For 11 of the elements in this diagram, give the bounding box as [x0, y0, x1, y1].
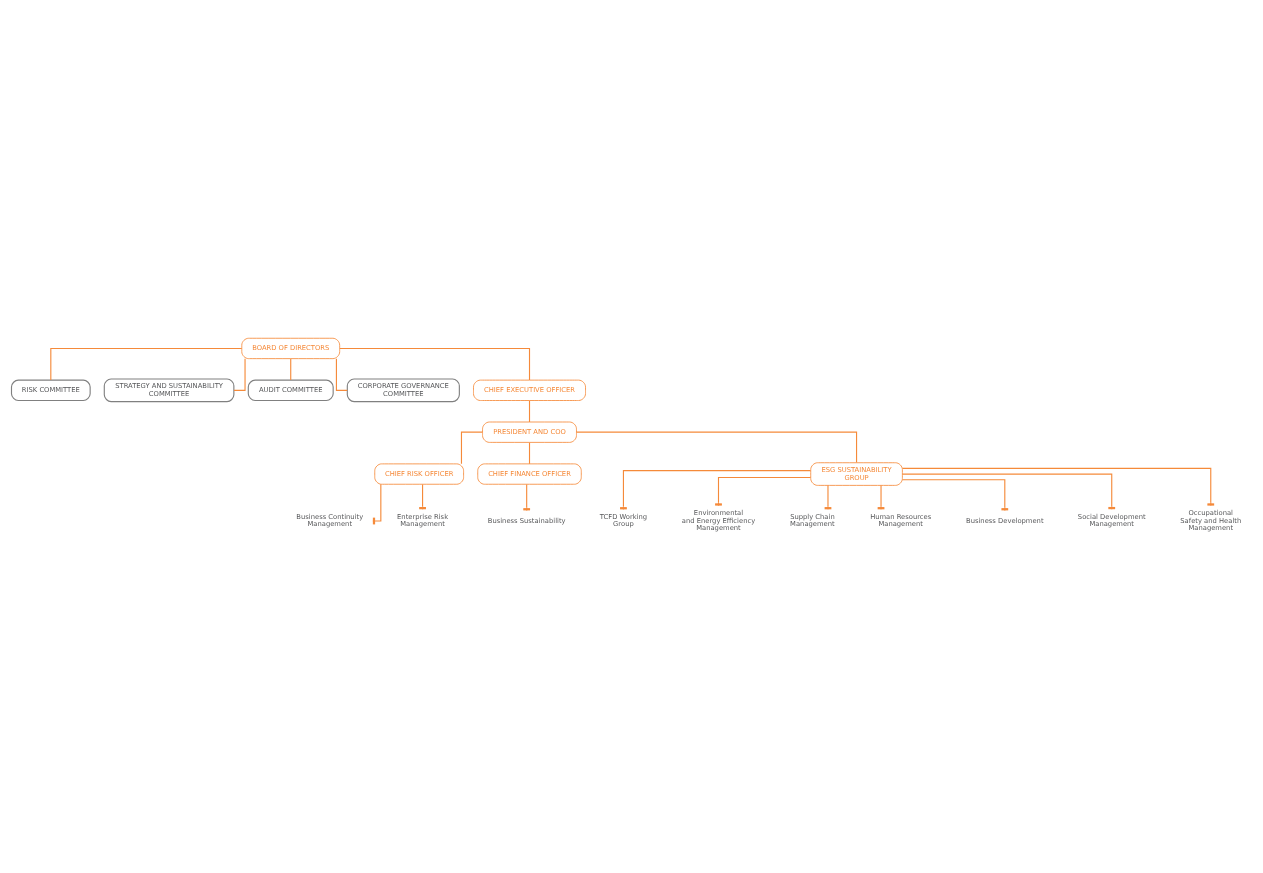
connector — [50, 347, 243, 381]
connector — [575, 431, 858, 463]
connector — [233, 357, 246, 391]
connector — [460, 431, 483, 464]
connector — [339, 347, 531, 381]
connector — [715, 476, 812, 506]
connector — [528, 441, 531, 464]
connector — [335, 357, 348, 391]
connector — [528, 399, 531, 423]
connector — [901, 467, 1215, 506]
connector — [290, 357, 292, 381]
